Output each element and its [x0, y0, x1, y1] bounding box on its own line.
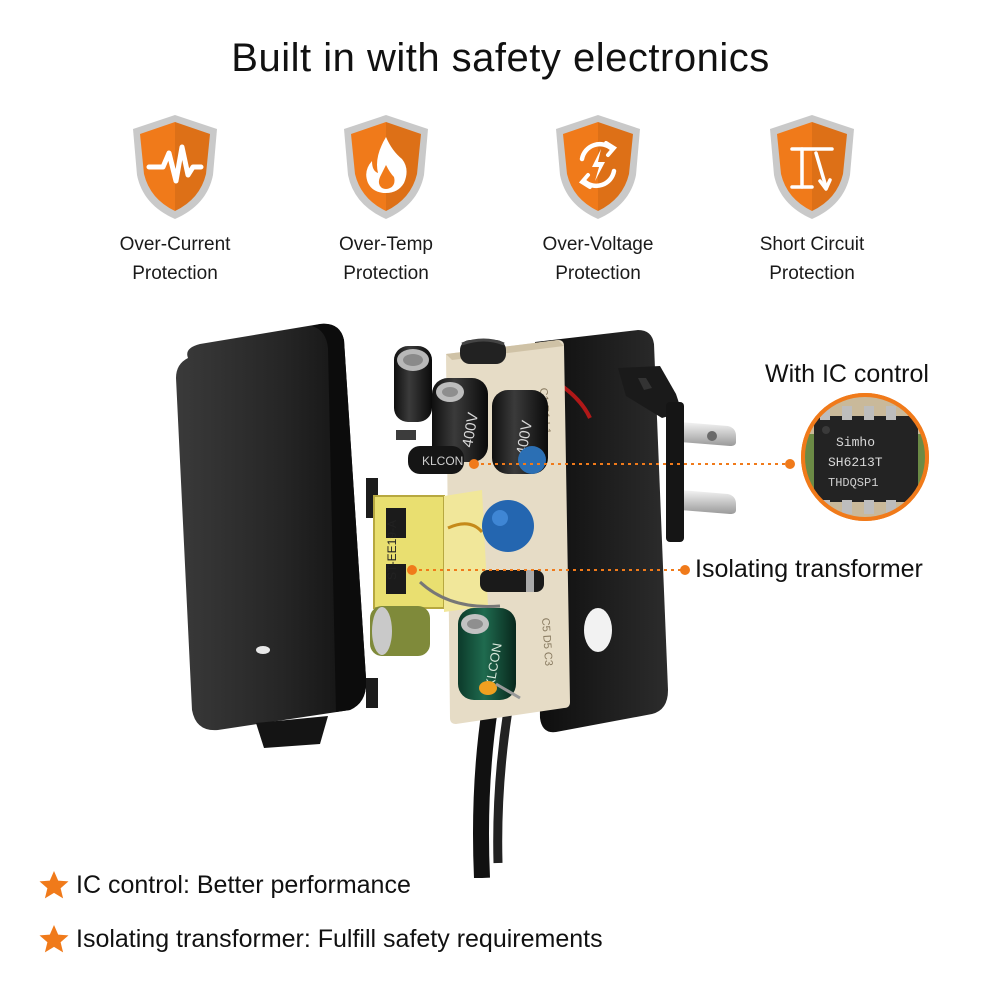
power-adapter-image: C1 R1 L1 C5 D5 C3 400V 400V KLCON ST-EE1…: [160, 318, 960, 883]
ic-control-callout: With IC control: [765, 360, 929, 388]
chip-marking-line1: Simho: [836, 435, 875, 450]
chip-marking-line3: THDQSP1: [828, 476, 878, 490]
svg-text:400V: 400V: [459, 411, 482, 448]
feature-over-current: Over-Current Protection: [95, 113, 255, 288]
isolating-transformer-callout: Isolating transformer: [695, 555, 923, 583]
feature-over-voltage: Over-Voltage Protection: [518, 113, 678, 288]
feature-label-line1: Short Circuit: [759, 234, 865, 255]
svg-text:ST-EE19-A: ST-EE19-A: [385, 520, 399, 580]
feature-label-line2: Protection: [769, 263, 855, 284]
refresh-bolt-icon: [556, 115, 640, 219]
feature-label-line1: Over-Voltage: [542, 234, 654, 255]
feature-label-line2: Protection: [555, 263, 641, 284]
feature-label-line1: Over-Temp: [339, 234, 433, 255]
bullet-text: IC control: Better performance: [76, 870, 411, 899]
pulse-icon: [133, 115, 217, 219]
star-icon: [39, 871, 69, 899]
star-icon: [39, 925, 69, 953]
flame-icon: [344, 115, 428, 219]
feature-label-line1: Over-Current: [119, 234, 231, 255]
short-circuit-icon: [770, 115, 854, 219]
feature-label-line2: Protection: [132, 263, 218, 284]
feature-over-temp: Over-Temp Protection: [306, 113, 466, 288]
chip-marking-line2: SH6213T: [828, 455, 883, 470]
feature-label-line2: Protection: [343, 263, 429, 284]
bullet-text: Isolating transformer: Fulfill safety re…: [76, 924, 603, 953]
svg-text:KLCON: KLCON: [422, 454, 463, 468]
page-title: Built in with safety electronics: [231, 36, 770, 80]
bullet-item: Isolating transformer: Fulfill safety re…: [38, 924, 603, 954]
bullet-item: IC control: Better performance: [38, 870, 411, 900]
svg-text:C5 D5 C3: C5 D5 C3: [539, 617, 554, 666]
feature-short-circuit: Short Circuit Protection: [732, 113, 892, 288]
